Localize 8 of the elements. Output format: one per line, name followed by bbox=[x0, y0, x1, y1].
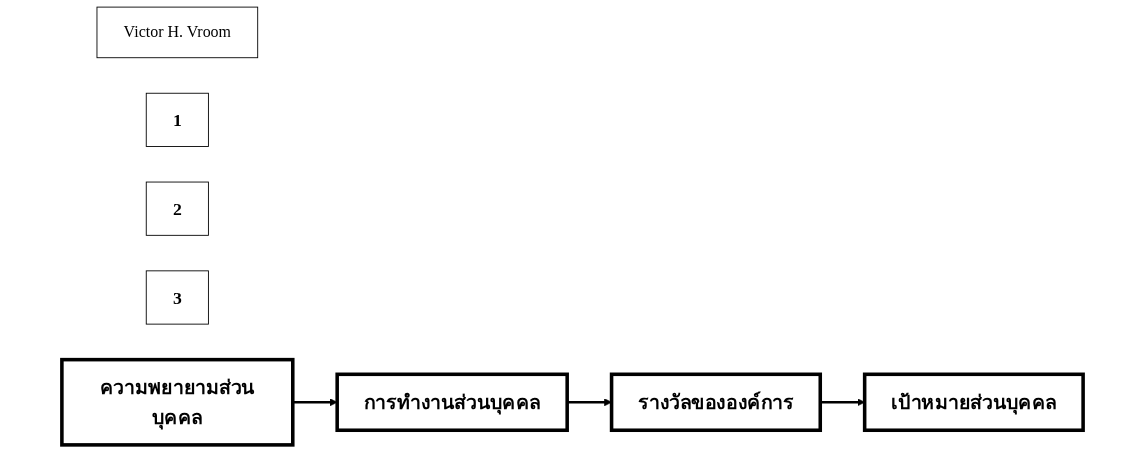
node-box: Victor H. Vroom bbox=[96, 6, 259, 59]
node-box: เป้าหมายส่วนบุคคล bbox=[862, 372, 1085, 432]
node-box: รางวัลขององค์การ bbox=[609, 372, 823, 432]
node-box: การทำงานส่วนบุคคล bbox=[335, 372, 569, 432]
node-box: 2 bbox=[145, 181, 209, 236]
node-box: 3 bbox=[145, 270, 209, 325]
node-box: 1 bbox=[145, 92, 209, 147]
node-box: ความพยายามส่วนบุคคล bbox=[60, 357, 295, 447]
